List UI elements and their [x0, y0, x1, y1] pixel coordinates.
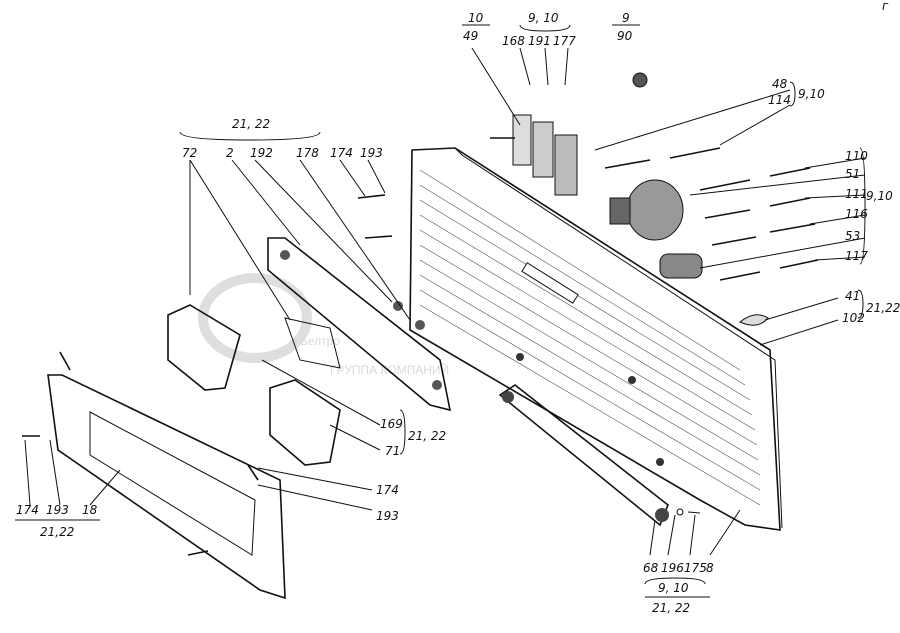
part-labels: 10 49 9, 10 168 191 177 9 90 21, 22 72 2…: [16, 0, 900, 615]
label-111: 111: [845, 187, 868, 201]
label-21-22-mid: 21, 22: [408, 429, 446, 443]
label-9: 9: [622, 11, 630, 25]
label-196: 196: [661, 561, 684, 575]
label-21-22-left: 21, 22: [232, 117, 270, 131]
label-169: 169: [380, 417, 403, 431]
watermark-brand: Белтро: [300, 334, 340, 348]
label-191: 191: [528, 34, 551, 48]
label-18: 18: [82, 503, 98, 517]
reflector-frame: [22, 351, 286, 600]
label-168: 168: [502, 34, 525, 48]
label-48: 48: [772, 77, 788, 91]
leader-lines: [24, 47, 866, 556]
label-21-22-bl: 21,22: [40, 525, 74, 539]
label-21-22-right: 21,22: [866, 301, 900, 315]
label-192: 192: [250, 146, 273, 160]
label-102: 102: [842, 311, 865, 325]
rubber-blocks: [167, 304, 341, 466]
label-178: 178: [296, 146, 319, 160]
label-8: 8: [706, 561, 714, 575]
label-174-top: 174: [330, 146, 353, 160]
label-9-10-right-a: 9,10: [798, 87, 825, 101]
label-51: 51: [845, 167, 860, 181]
label-174-mid: 174: [376, 483, 399, 497]
mudguard-panel: [409, 147, 783, 531]
label-71: 71: [385, 444, 400, 458]
label-117: 117: [845, 249, 868, 263]
label-53: 53: [845, 229, 860, 243]
bolts-right: [604, 147, 819, 326]
label-193-bl: 193: [46, 503, 69, 517]
label-10: 10: [468, 11, 484, 25]
label-9-10-right-b: 9,10: [866, 189, 893, 203]
label-174-bl: 174: [16, 503, 39, 517]
label-116: 116: [845, 207, 868, 221]
label-193-mid: 193: [376, 509, 399, 523]
label-21-22-br: 21, 22: [652, 601, 690, 615]
group-rules: [15, 24, 866, 598]
label-110: 110: [845, 149, 868, 163]
label-9-10-br: 9, 10: [658, 581, 689, 595]
corner-mark: г: [882, 0, 889, 13]
watermark-subtitle: ГРУППА КОМПАНИЙ: [330, 362, 449, 377]
label-9-10-top: 9, 10: [528, 11, 559, 25]
label-90: 90: [617, 29, 633, 43]
label-193-top: 193: [360, 146, 383, 160]
bracket-rail: [267, 194, 452, 412]
label-49: 49: [463, 29, 478, 43]
label-177: 177: [553, 34, 576, 48]
watermark: Белтро ГРУППА КОМПАНИЙ: [198, 273, 449, 377]
label-68: 68: [643, 561, 659, 575]
label-72: 72: [182, 146, 197, 160]
label-114: 114: [768, 93, 791, 107]
label-41: 41: [845, 289, 860, 303]
bottom-strip-68: [498, 384, 701, 527]
electrical-components: [490, 72, 703, 279]
label-2: 2: [226, 146, 234, 160]
label-175: 175: [684, 561, 707, 575]
